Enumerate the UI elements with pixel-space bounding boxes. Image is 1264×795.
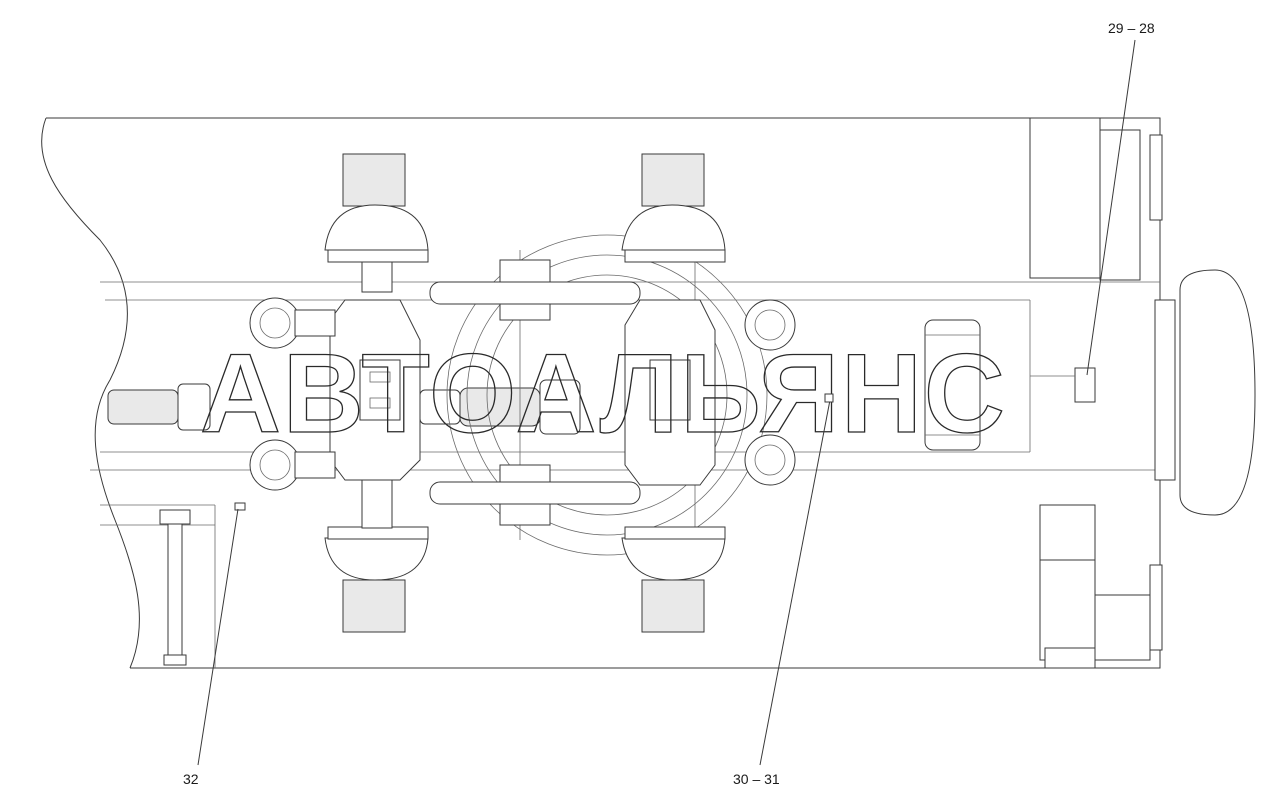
callout-29-28: 29 – 28 xyxy=(1108,20,1155,36)
watermark-text: АВТОАЛЬЯНС xyxy=(200,331,1007,456)
leader-lines xyxy=(197,39,1136,766)
callout-32: 32 xyxy=(183,771,199,787)
axle-2 xyxy=(429,153,796,633)
air-tank xyxy=(924,319,1096,451)
drive-shaft xyxy=(107,379,581,435)
turntable xyxy=(446,234,768,556)
callout-30-31: 30 – 31 xyxy=(733,771,780,787)
axle-1 xyxy=(249,153,429,633)
rear-end xyxy=(1029,117,1256,669)
support-leg xyxy=(159,502,246,666)
